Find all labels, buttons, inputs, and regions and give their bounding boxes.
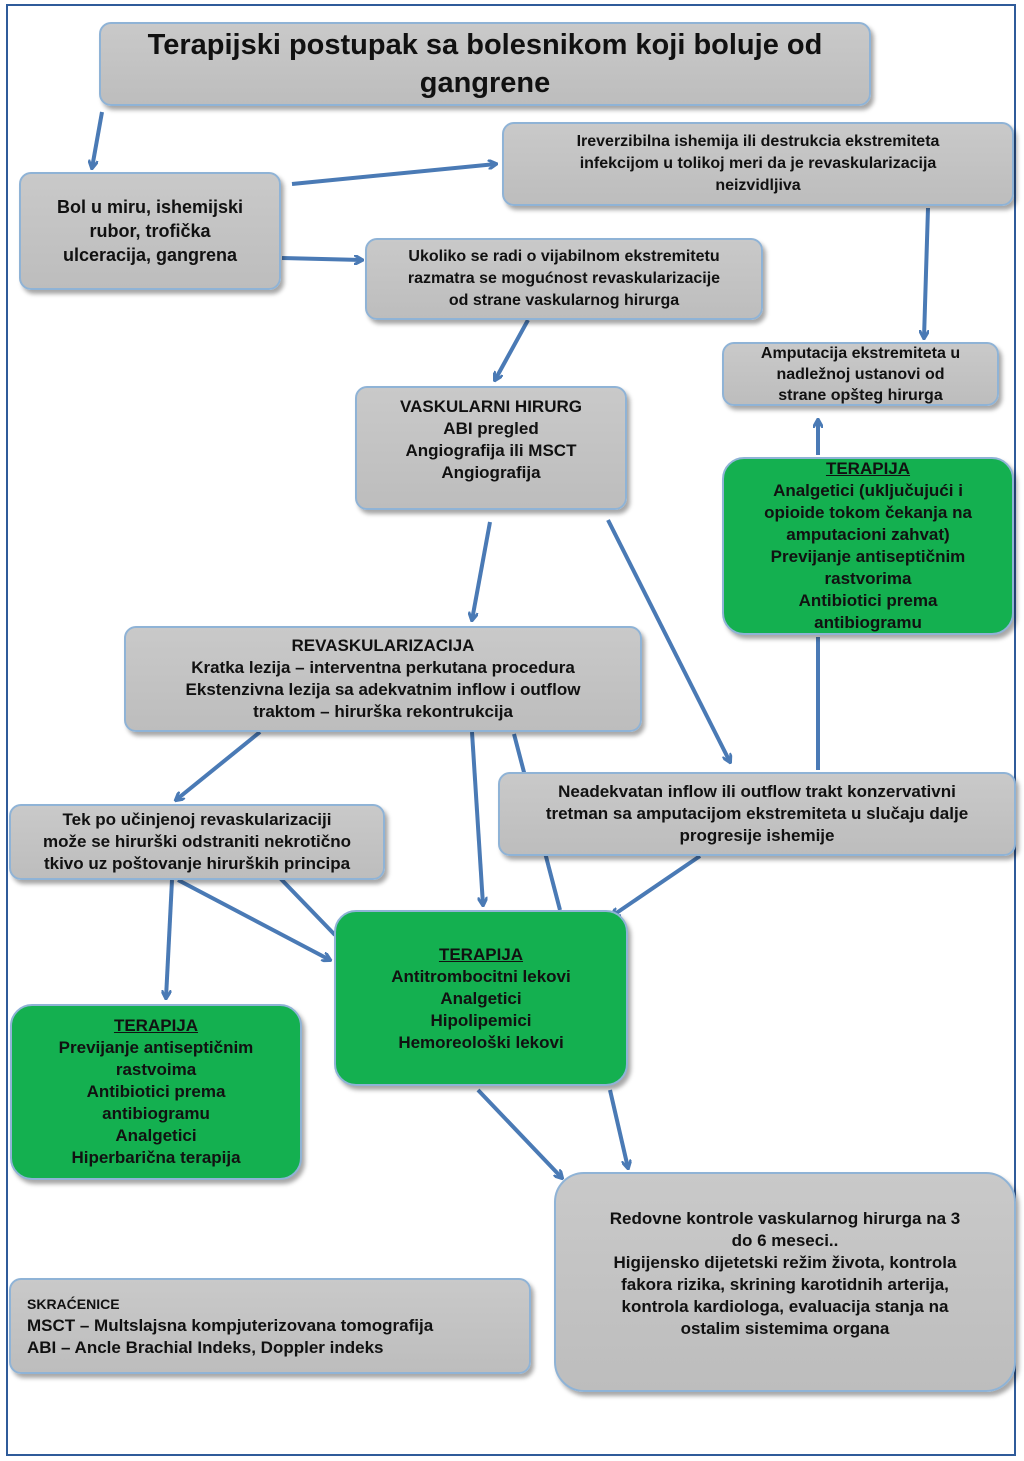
therapy-heading: TERAPIJA (825, 459, 911, 478)
arrow-title-to-symptoms (92, 111, 104, 168)
therapy-line: Antibiotici prema (86, 1082, 226, 1101)
therapy-box-center: TERAPIJA Antitrombocitni lekovi Analgeti… (334, 910, 628, 1086)
amputation-box: Amputacija ekstremiteta u nadležnoj usta… (722, 342, 999, 406)
controls-line: fakora rizika, skrining karotidnih arter… (621, 1275, 949, 1294)
page-frame (6, 4, 1016, 1456)
arrow-revasc-to-therapy-center (470, 731, 483, 905)
arrow-therapy-center-to-controls-1 (476, 1088, 562, 1178)
regular-controls-box: Redovne kontrole vaskularnog hirurga na … (554, 1172, 1016, 1392)
therapy-line: Analgetici (115, 1126, 197, 1145)
therapy-line: Antitrombocitni lekovi (391, 967, 571, 986)
necrotic-line: može se hirurški odstraniti nekrotično (43, 832, 351, 851)
irreversible-line: neizvidljiva (715, 177, 801, 194)
therapy-line: antibiogramu (814, 613, 922, 632)
viable-limb-box: Ukoliko se radi o vijabilnom ekstremitet… (365, 238, 763, 320)
irreversible-line: infekcijom u tolikoj meri da je revaskul… (579, 155, 937, 172)
controls-line: Redovne kontrole vaskularnog hirurga na … (609, 1209, 961, 1228)
controls-line: kontrola kardiologa, evaluacija stanja n… (621, 1297, 949, 1316)
vascular-surgeon-box: VASKULARNI HIRURG ABI pregled Angiografi… (355, 386, 627, 510)
arrow-surgeon-to-revasc (472, 521, 492, 620)
abbreviation-line: ABI – Ancle Brachial Indeks, Doppler ind… (27, 1338, 384, 1357)
controls-line: ostalim sistemima organa (680, 1319, 890, 1338)
arrow-symptoms-to-viable (281, 258, 362, 260)
abbreviations-box: SKRAĆENICE MSCT – Multslajsna kompjuteri… (9, 1278, 531, 1374)
therapy-heading: TERAPIJA (438, 945, 524, 964)
controls-line: Higijensko dijetetski režim života, kont… (613, 1253, 957, 1272)
surgeon-line: Angiografija (441, 463, 541, 482)
therapy-line: rastvorima (824, 569, 912, 588)
therapy-line: opioide tokom čekanja na (764, 503, 972, 522)
arrow-surgeon-to-inadequate (606, 519, 730, 762)
amputation-line: nadležnoj ustanovi od (776, 365, 945, 383)
line-necrotic-to-therapy-center (278, 876, 337, 937)
therapy-line: amputacioni zahvat) (786, 525, 950, 544)
therapy-line: rastvoima (115, 1060, 197, 1079)
title-text: Terapijski postupak sa bolesnikom koji b… (147, 29, 823, 99)
diagram-title: Terapijski postupak sa bolesnikom koji b… (99, 22, 871, 106)
symptoms-line: Bol u miru, ishemijski (56, 197, 244, 217)
arrow-necrotic-to-therapy-center (177, 878, 330, 960)
amputation-line: strane opšteg hirurga (778, 386, 943, 404)
arrow-revasc-to-necrotic (176, 730, 262, 800)
therapy-box-left: TERAPIJA Previjanje antiseptičnim rastvo… (10, 1004, 302, 1180)
therapy-line: Hiperbarična terapija (71, 1148, 241, 1167)
viable-line: Ukoliko se radi o vijabilnom ekstremitet… (408, 248, 720, 265)
inadequate-line: Neadekvatan inflow ili outflow trakt kon… (558, 782, 956, 801)
therapy-line: antibiogramu (102, 1104, 210, 1123)
revascularization-box: REVASKULARIZACIJA Kratka lezija – interv… (124, 626, 642, 732)
symptoms-line: rubor, trofička (89, 221, 211, 241)
inadequate-line: progresije ishemije (679, 826, 835, 845)
necrotic-tissue-box: Tek po učinjenoj revaskularizaciji može … (9, 804, 385, 880)
therapy-line: Antibiotici prema (798, 591, 938, 610)
therapy-line: Previjanje antiseptičnim (770, 547, 966, 566)
abbreviations-heading: SKRAĆENICE (27, 1296, 120, 1312)
therapy-line: Hipolipemici (430, 1011, 532, 1030)
viable-line: razmatra se mogućnost revaskularizacije (407, 270, 721, 287)
therapy-line: Hemoreološki lekovi (398, 1033, 564, 1052)
revasc-heading: REVASKULARIZACIJA (291, 636, 475, 655)
surgeon-line: Angiografija ili MSCT (405, 441, 577, 460)
therapy-box-right: TERAPIJA Analgetici (uključujući i opioi… (722, 457, 1014, 635)
revasc-line: Ekstenzivna lezija sa adekvatnim inflow … (185, 680, 581, 699)
arrow-inadequate-to-therapy-center (612, 854, 702, 916)
irreversible-ischemia-box: Ireverzibilna ishemija ili destrukcia ek… (502, 122, 1014, 206)
amputation-line: Amputacija ekstremiteta u (760, 344, 961, 362)
surgeon-line: ABI pregled (443, 419, 539, 438)
revasc-line: traktom – hirurška rekontrukcija (253, 702, 513, 721)
therapy-line: Previjanje antiseptičnim (58, 1038, 254, 1057)
therapy-line: Analgetici (uključujući i (773, 481, 963, 500)
controls-line: do 6 meseci.. (731, 1231, 839, 1250)
inadequate-inflow-box: Neadekvatan inflow ili outflow trakt kon… (498, 772, 1016, 856)
arrow-therapy-center-to-controls-2 (608, 1089, 628, 1168)
therapy-heading: TERAPIJA (113, 1016, 199, 1035)
arrow-viable-to-surgeon (495, 319, 530, 380)
arrow-irreversible-to-amputation (924, 207, 930, 338)
viable-line: od strane vaskularnog hirurga (448, 292, 680, 309)
abbreviation-line: MSCT – Multslajsna kompjuterizovana tomo… (27, 1316, 434, 1335)
arrow-symptoms-to-irreversible (291, 164, 496, 186)
necrotic-line: tkivo uz poštovanje hirurških principa (43, 854, 351, 873)
surgeon-heading: VASKULARNI HIRURG (400, 397, 582, 416)
inadequate-line: tretman sa amputacijom ekstremiteta u sl… (545, 804, 969, 823)
necrotic-line: Tek po učinjenoj revaskularizaciji (62, 810, 332, 829)
symptoms-box: Bol u miru, ishemijski rubor, trofička u… (19, 172, 281, 290)
irreversible-line: Ireverzibilna ishemija ili destrukcia ek… (576, 133, 940, 150)
therapy-line: Analgetici (440, 989, 522, 1008)
revasc-line: Kratka lezija – interventna perkutana pr… (191, 658, 575, 677)
symptoms-line: ulceracija, gangrena (62, 245, 238, 265)
arrow-necrotic-to-therapy-left (166, 879, 174, 998)
